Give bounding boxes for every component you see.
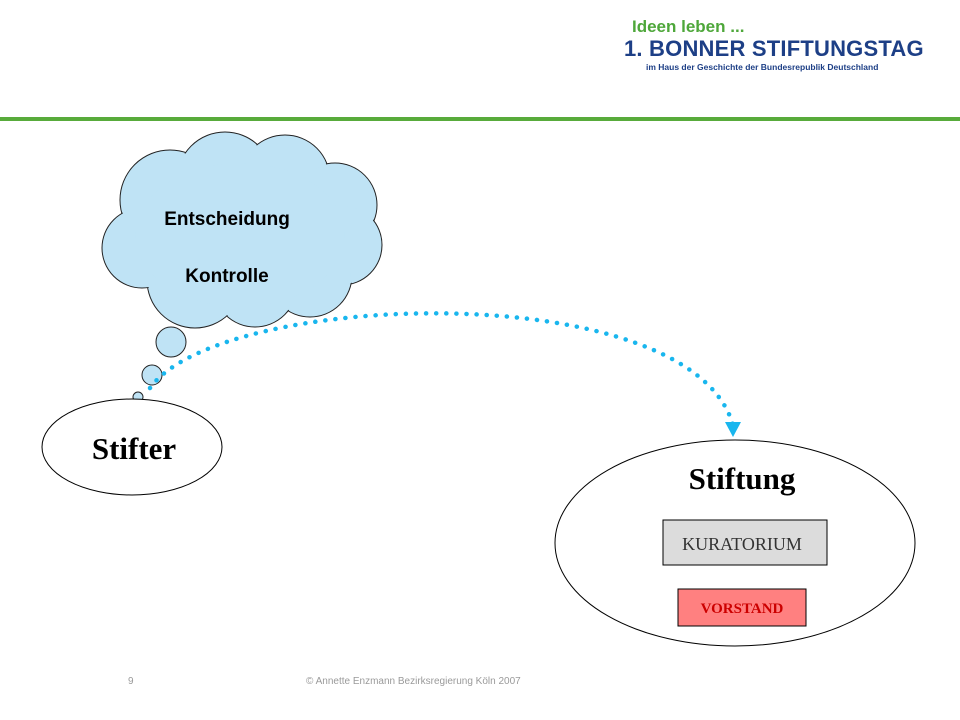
dotted-arrow bbox=[147, 311, 736, 428]
stifter-ellipse bbox=[41, 398, 223, 496]
logo-tagline: Ideen leben ... bbox=[632, 17, 745, 36]
kuratorium-box bbox=[662, 519, 828, 566]
thought-bubble-medium bbox=[141, 364, 163, 386]
vorstand-box bbox=[677, 588, 807, 627]
green-divider bbox=[0, 117, 960, 121]
thought-bubble-large bbox=[155, 326, 187, 358]
stiftungstag-logo: Ideen leben ... 1. BONNER STIFTUNGSTAG i… bbox=[624, 17, 924, 73]
arrow-head-icon bbox=[725, 422, 741, 437]
stifter-label: Stifter bbox=[92, 431, 177, 466]
logo-subtitle: im Haus der Geschichte der Bundesrepubli… bbox=[646, 62, 879, 72]
thought-cloud: Entscheidung Kontrolle bbox=[101, 131, 383, 329]
kuratorium-label: KURATORIUM bbox=[682, 534, 802, 554]
footer-copyright: © Annette Enzmann Bezirksregierung Köln … bbox=[306, 676, 521, 687]
cloud-text-kontrolle: Kontrolle bbox=[185, 266, 268, 287]
page-number: 9 bbox=[128, 676, 134, 687]
vorstand-label: VORSTAND bbox=[701, 601, 784, 617]
stiftung-label: Stiftung bbox=[689, 461, 796, 496]
logo-title: 1. BONNER STIFTUNGSTAG bbox=[624, 36, 924, 61]
cloud-text-entscheidung: Entscheidung bbox=[164, 209, 290, 230]
